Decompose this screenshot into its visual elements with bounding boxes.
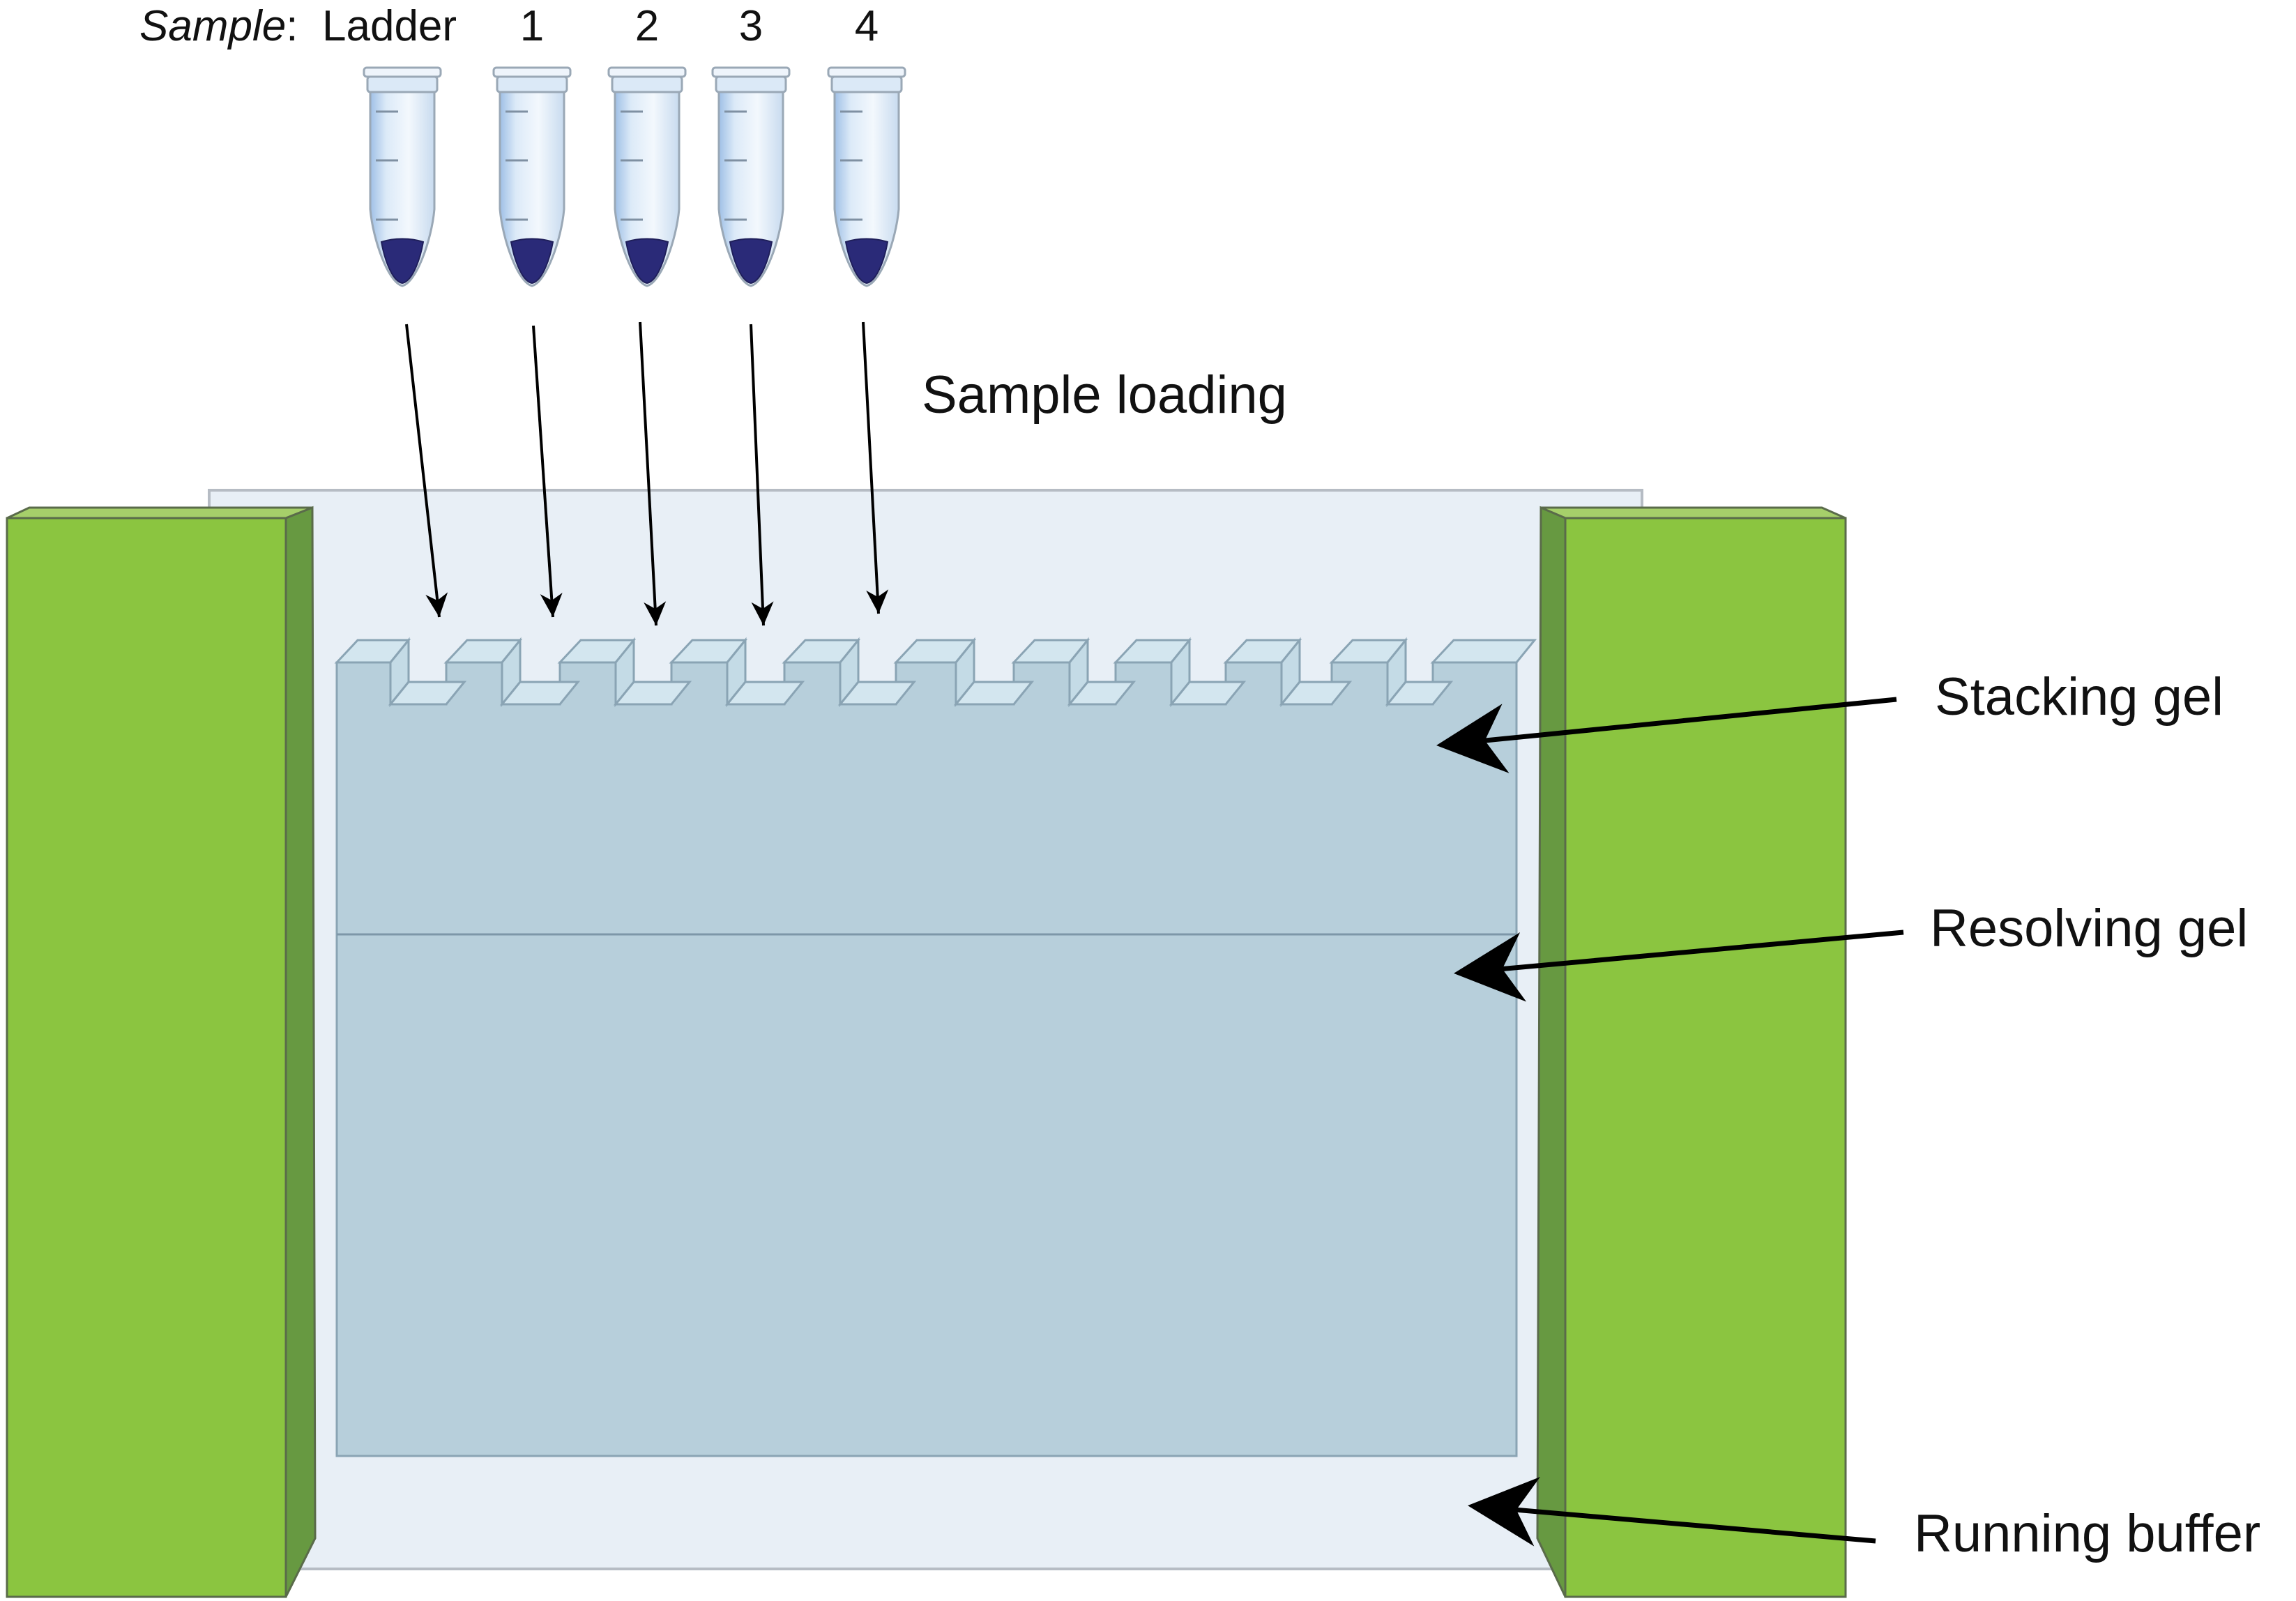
gel-comb-teeth [334,637,1537,708]
microcentrifuge-tube [711,66,791,287]
loading-arrow-head [866,589,889,614]
tube-cap [830,75,903,93]
loading-arrow [405,324,441,618]
well-floor [1067,681,1136,706]
sample-header: Sample: [139,2,298,50]
tube-cap-rim [492,66,572,78]
loading-arrow [862,321,880,614]
stacking-gel-arrow [1436,697,1897,773]
well-floor [388,681,467,706]
sample-liquid [510,238,554,284]
tube-body [833,91,900,287]
tube-label-1: 1 [520,2,544,50]
running-buffer-arrow [1468,1476,1876,1547]
loading-arrow [532,325,554,618]
microcentrifuge-tube [492,66,572,287]
tube-cap [715,75,787,93]
loading-arrow [750,324,765,626]
microcentrifuge-tube [363,66,442,287]
well-floor [953,681,1035,706]
loading-arrow-head [425,592,448,617]
well-floor [499,681,581,706]
gel-slab [335,661,1518,1457]
resolving-gel-arrow [1454,930,1904,1002]
tube-cap [496,75,568,93]
sample-liquid [625,238,669,284]
sample-liquid [844,238,889,284]
tube-cap [611,75,683,93]
stacking-gel-label: Stacking gel [1935,667,2223,727]
sample-tubes [363,66,906,287]
loading-arrows [405,321,889,626]
microcentrifuge-tube [827,66,906,287]
tube-label-ladder: Ladder [322,2,457,50]
tube-label-4: 4 [855,2,879,50]
tube-cap-rim [607,66,687,78]
tube-label-3: 3 [739,2,763,50]
resolving-gel-region [335,933,1518,1457]
left-clamp [6,506,317,1598]
tube-body [614,91,681,287]
tube-cap [366,75,439,93]
tube-body [369,91,436,287]
sample-liquid [380,238,425,284]
tube-cap-rim [363,66,442,78]
loading-arrow-head [644,601,667,625]
tube-body [717,91,784,287]
well-floor [1385,681,1454,706]
microcentrifuge-tube [607,66,687,287]
well-floor [613,681,692,706]
tube-cap-rim [711,66,791,78]
loading-arrow-head [540,593,563,617]
well-floor [837,681,917,706]
running-buffer-label: Running buffer [1914,1504,2260,1563]
sample-loading-label: Sample loading [922,365,1287,425]
well-floor [1169,681,1247,706]
tube-body [499,91,565,287]
resolving-gel-label: Resolving gel [1930,899,2248,958]
sample-liquid [729,238,773,284]
comb-tooth-top [1430,639,1537,664]
tube-label-2: 2 [635,2,659,50]
right-clamp [1536,506,1847,1598]
loading-arrow-head [751,601,774,625]
well-floor [1279,681,1353,706]
loading-arrow [639,321,657,626]
well-floor [724,681,805,706]
sample-header-colon: : [286,2,298,50]
tube-cap-rim [827,66,906,78]
sample-header-word: Sample [139,2,286,50]
